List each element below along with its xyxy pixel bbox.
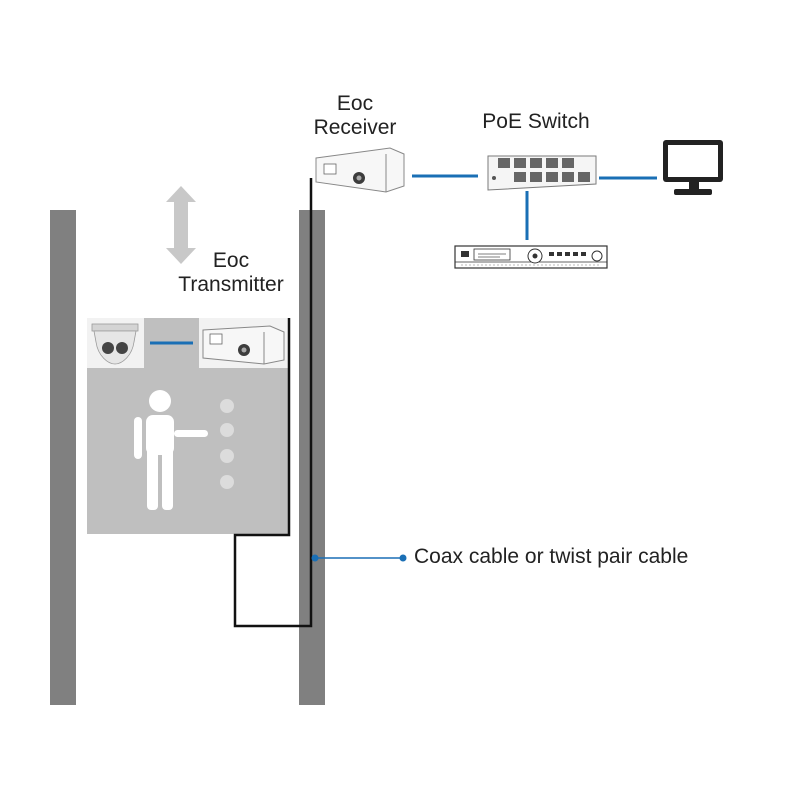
- eoc-transmitter-device-icon: [203, 326, 284, 364]
- elevator-button-icon: [220, 399, 234, 413]
- elevator-button-icon: [220, 475, 234, 489]
- cable-callout-dot-end: [400, 555, 407, 562]
- eoc-transmitter-label-line1: Eoc: [191, 249, 271, 273]
- elevator-button-icon: [220, 449, 234, 463]
- poe-switch-icon: [488, 156, 596, 190]
- monitor-icon: [663, 140, 723, 195]
- eoc-receiver-device-icon: [316, 148, 404, 192]
- eoc-receiver-label-line2: Receiver: [300, 116, 410, 140]
- nvr-recorder-icon: [455, 246, 607, 268]
- elevator-button-icon: [220, 423, 234, 437]
- cable-callout-label: Coax cable or twist pair cable: [414, 545, 754, 569]
- eoc-receiver-label-line1: Eoc: [315, 92, 395, 116]
- cable-callout-dot-start: [312, 555, 319, 562]
- shaft-rail-left: [50, 210, 76, 705]
- eoc-transmitter-label-line2: Transmitter: [161, 273, 301, 297]
- poe-switch-label: PoE Switch: [466, 110, 606, 134]
